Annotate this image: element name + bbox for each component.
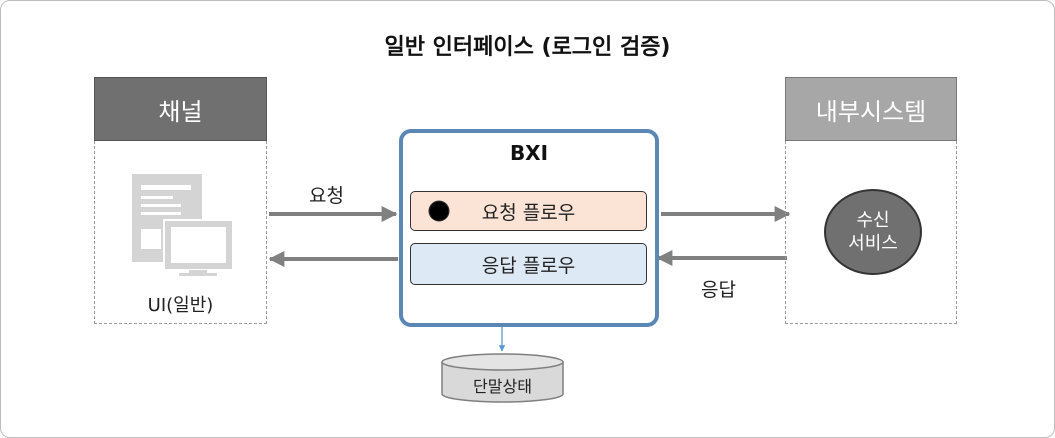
response-edge-label: 응답 xyxy=(701,279,736,301)
client-label: UI(일반) xyxy=(147,295,214,316)
service-label-line1: 수신 xyxy=(856,210,890,231)
bxi-title: BXI xyxy=(509,141,549,165)
response-flow-box: 응답 플로우 xyxy=(410,243,647,285)
channel-header: 채널 xyxy=(94,77,267,141)
diagram-title: 일반 인터페이스 (로그인 검증) xyxy=(384,35,671,60)
database-icon xyxy=(441,353,564,403)
request-flow-label: 요청 플로우 xyxy=(481,201,576,224)
state-dot xyxy=(428,200,450,222)
internal-system-header: 내부시스템 xyxy=(785,77,957,141)
request-edge-label: 요청 xyxy=(309,185,344,207)
monitor-icon xyxy=(163,219,234,276)
response-flow-label: 응답 플로우 xyxy=(481,254,576,277)
receive-service-circle: 수신 서비스 xyxy=(824,189,922,275)
datastore-label: 단말상태 xyxy=(473,377,532,396)
channel-container xyxy=(94,141,267,324)
service-label-line2: 서비스 xyxy=(848,233,898,254)
internal-system-container xyxy=(785,141,957,324)
